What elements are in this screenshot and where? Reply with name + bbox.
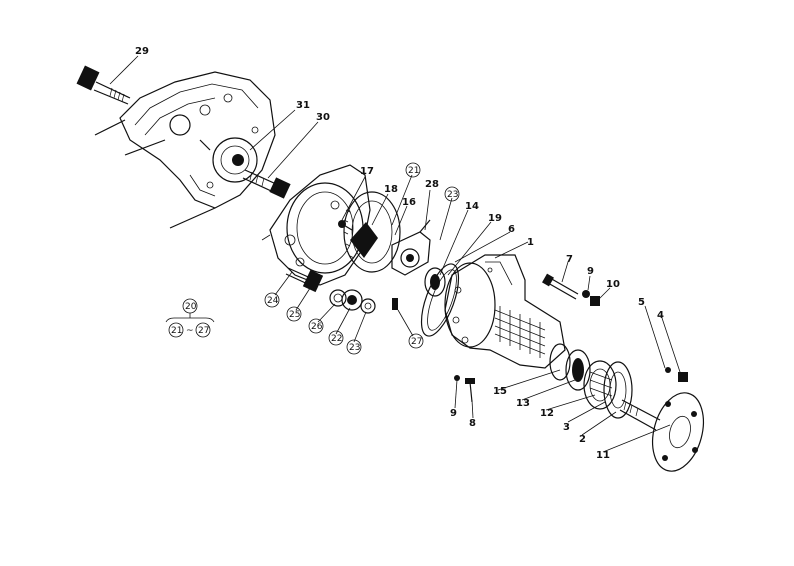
callout-6: 6 [508,224,515,235]
callout-12: 12 [540,408,554,419]
gasket-6 [420,263,460,337]
callout-9-upper: 9 [587,266,594,277]
callout-27: 27 [411,337,422,347]
bolt-4 [665,367,688,382]
callout-21: 21 [408,166,419,176]
callout-3: 3 [563,422,570,433]
leader-lines [109,55,681,453]
shaft-30 [242,169,291,199]
ring-gear-18 [343,191,401,273]
output-shaft-11 [619,392,704,472]
callout-11: 11 [596,450,610,461]
callout-23-lower: 23 [349,343,360,353]
assembly-legend: 20 21 ~ 27 [165,298,215,338]
callout-25: 25 [289,310,300,320]
callout-8: 8 [469,418,476,429]
callout-4: 4 [657,310,664,321]
flange-2 [603,361,633,419]
callout-24: 24 [267,296,279,306]
bolt-7 [542,273,600,306]
callout-26: 26 [311,322,323,332]
callout-14: 14 [465,201,479,212]
screw-8 [454,375,475,403]
callout-22: 22 [331,334,342,344]
callout-29: 29 [135,46,149,57]
legend-dash: ~ [186,326,194,336]
callout-16: 16 [402,197,416,208]
callout-10: 10 [606,279,620,290]
transmission-housing [94,71,276,229]
callout-28: 28 [425,179,439,190]
callout-2: 2 [579,434,586,445]
callout-19: 19 [488,213,502,224]
callout-labels: 29 31 30 17 18 21 16 28 23 14 19 6 1 7 9… [135,46,664,461]
legend-right: 27 [198,326,209,336]
callout-15: 15 [493,386,507,397]
small-parts-cluster [285,267,398,314]
legend-left: 21 [171,326,182,336]
callout-7: 7 [566,254,573,265]
input-shaft-29 [76,65,131,105]
callout-17: 17 [360,166,374,177]
legend-top: 20 [185,302,197,312]
axle-housing [444,254,566,369]
callout-31: 31 [296,100,310,111]
callout-5: 5 [638,297,645,308]
bolt-17 [338,220,353,231]
callout-18: 18 [384,184,398,195]
callout-30: 30 [316,112,330,123]
callout-1: 1 [527,237,534,248]
callout-13: 13 [516,398,530,409]
callout-9-lower: 9 [450,408,457,419]
callout-23: 23 [447,190,458,200]
